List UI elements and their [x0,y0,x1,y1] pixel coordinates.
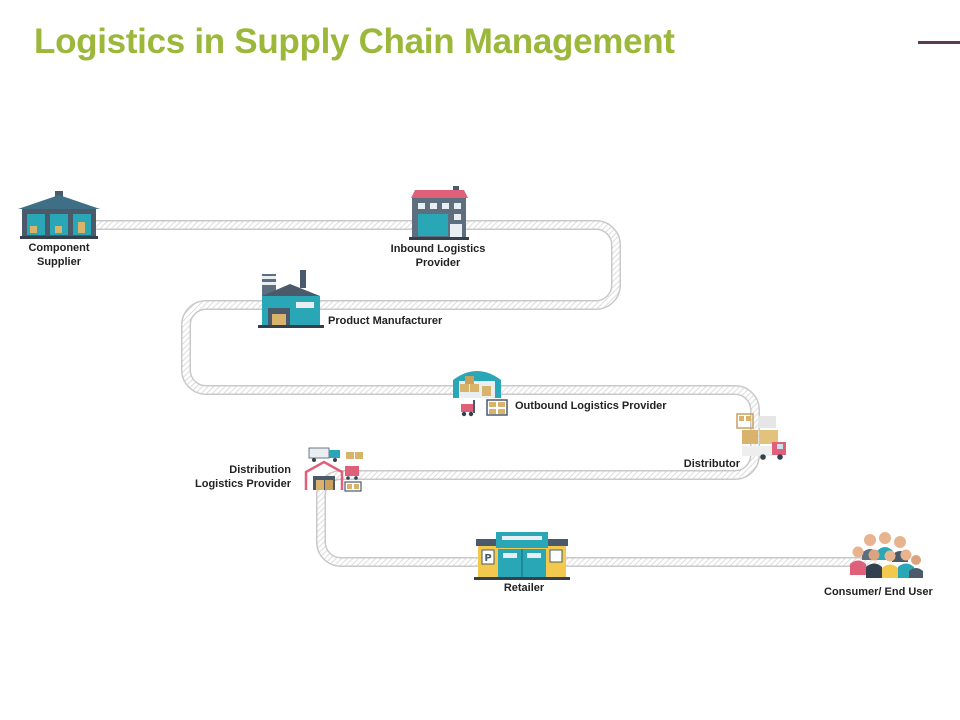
stage-label-distribution-logistics-provider: Distribution Logistics Provider [195,464,291,490]
stage-label-outbound-logistics-provider: Outbound Logistics Provider [515,400,667,412]
warehouse-icon [18,191,100,239]
retail-store-icon: P [474,532,570,580]
distribution-center-icon [304,447,363,492]
stage-label-inbound-logistics-provider: Inbound Logistics Provider [390,243,486,269]
stage-label-product-manufacturer: Product Manufacturer [328,315,443,327]
stage-label-component-supplier: Component Supplier [28,242,90,268]
svg-text:P: P [484,553,491,564]
page-title: Logistics in Supply Chain Management [34,22,675,61]
stage-label-retailer: Retailer [503,582,545,594]
delivery-truck-icon [736,413,786,460]
stage-label-consumer-end-user: Consumer/ End User [824,586,933,598]
storage-shed-icon [453,371,508,417]
accent-line [918,41,960,44]
office-building-icon [409,186,469,240]
people-group-icon [850,532,923,578]
factory-icon [258,270,324,328]
stage-label-distributor: Distributor [683,458,740,470]
